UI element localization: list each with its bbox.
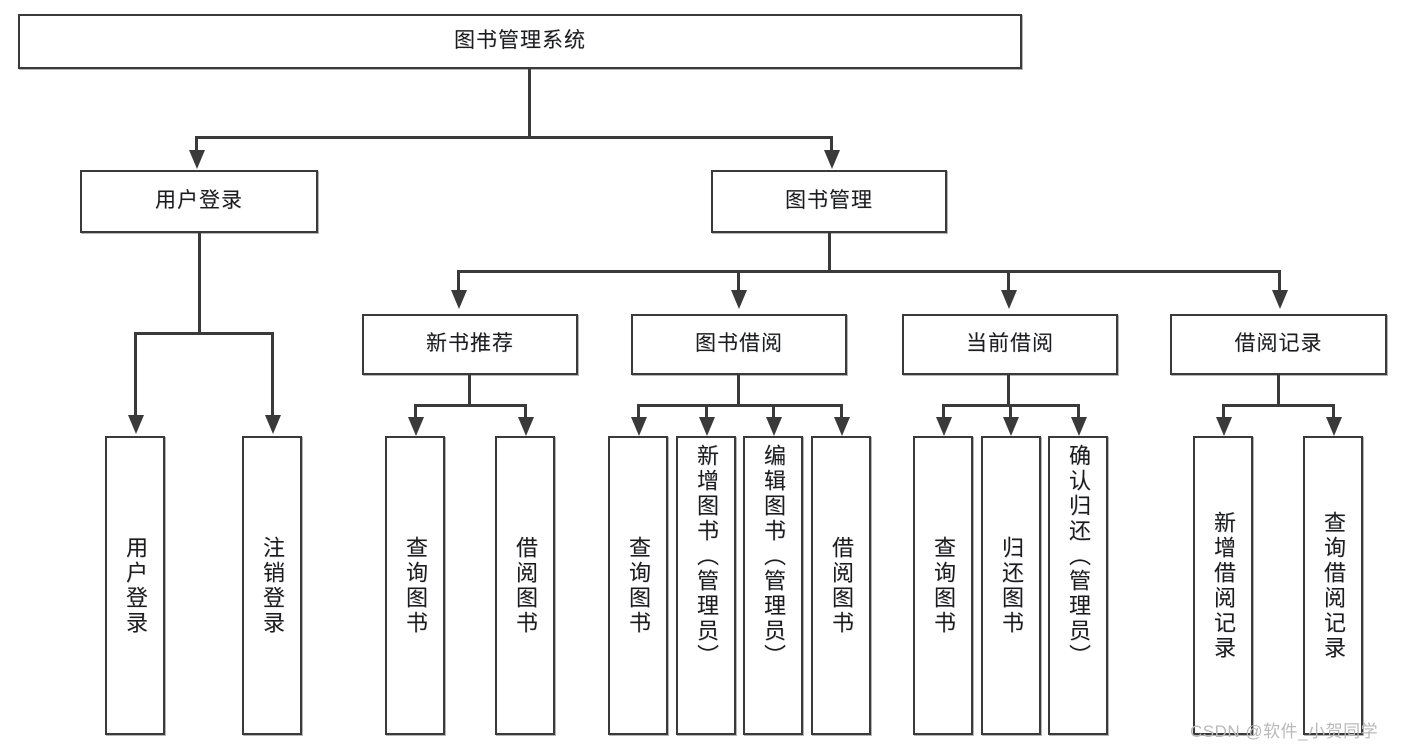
edge-to-borrow-record	[1278, 270, 1281, 292]
node-leaf-add-record-label: 新增借阅记录	[1211, 510, 1236, 661]
node-leaf-add-book[interactable]: 新增图书（管理员）	[676, 436, 736, 735]
node-leaf-confirm-return[interactable]: 确认归还（管理员）	[1048, 436, 1108, 735]
node-leaf-query-book-2-label: 查询图书	[626, 535, 651, 636]
arrow-bb-leaf1	[631, 417, 647, 436]
node-new-book-recommend-label: 新书推荐	[426, 332, 514, 356]
node-leaf-query-book-1[interactable]: 查询图书	[385, 436, 445, 735]
arrow-nbr-leaf2	[518, 417, 534, 436]
edge-user-login-stem	[198, 233, 201, 334]
node-leaf-add-book-label: 新增图书（管理员）	[694, 444, 719, 669]
csdn-watermark: CSDN @软件_小贺同学	[1190, 722, 1379, 741]
arrow-cb-leaf1	[936, 417, 952, 436]
node-leaf-query-book-2[interactable]: 查询图书	[608, 436, 668, 735]
edge-root-stem	[528, 69, 531, 138]
node-root-system-label: 图书管理系统	[454, 29, 586, 53]
node-borrow-record-label: 借阅记录	[1234, 332, 1323, 356]
node-leaf-query-record-label: 查询借阅记录	[1321, 510, 1346, 661]
node-user-login[interactable]: 用户登录	[80, 170, 318, 233]
node-current-borrow[interactable]: 当前借阅	[902, 314, 1118, 375]
edge-bb-leaf2	[705, 404, 708, 420]
node-book-borrow-label: 图书借阅	[695, 332, 783, 356]
edge-to-book-management	[830, 136, 833, 152]
edge-user-login-leaf2	[271, 332, 274, 417]
edge-book-borrow-stem	[737, 375, 740, 406]
arrow-to-book-management	[824, 150, 840, 169]
node-book-management-label: 图书管理	[785, 189, 873, 213]
node-book-borrow[interactable]: 图书借阅	[631, 314, 847, 375]
arrow-br-leaf2	[1326, 417, 1342, 436]
node-leaf-confirm-return-label: 确认归还（管理员）	[1066, 444, 1091, 669]
arrow-bb-leaf2	[699, 417, 715, 436]
edge-bb-leaf4	[840, 404, 843, 420]
node-leaf-edit-book[interactable]: 编辑图书（管理员）	[743, 436, 803, 735]
edge-to-book-borrow	[737, 270, 740, 292]
edge-bb-leaf1	[637, 404, 640, 420]
edge-user-login-leaf1	[134, 332, 137, 417]
arrow-bb-leaf4	[834, 417, 850, 436]
edge-book-borrow-bar	[637, 404, 843, 407]
edge-to-new-book-recommend	[457, 270, 460, 292]
arrow-user-login-leaf1	[128, 415, 144, 434]
node-book-management[interactable]: 图书管理	[711, 170, 947, 233]
node-leaf-user-login[interactable]: 用户登录	[105, 436, 165, 735]
node-user-login-label: 用户登录	[155, 189, 243, 213]
arrow-user-login-leaf2	[265, 415, 281, 434]
edge-cb-leaf3	[1077, 404, 1080, 420]
edge-nbr-leaf2	[524, 404, 527, 420]
arrow-bb-leaf3	[766, 417, 782, 436]
edge-to-current-borrow	[1007, 270, 1010, 292]
node-leaf-query-record[interactable]: 查询借阅记录	[1303, 436, 1363, 735]
arrow-to-book-borrow	[731, 290, 747, 309]
node-leaf-return-book[interactable]: 归还图书	[981, 436, 1041, 735]
arrow-to-new-book-recommend	[451, 290, 467, 309]
arrow-cb-leaf2	[1003, 417, 1019, 436]
node-new-book-recommend[interactable]: 新书推荐	[362, 314, 578, 375]
node-borrow-record[interactable]: 借阅记录	[1170, 314, 1387, 375]
arrow-to-user-login	[189, 150, 205, 169]
arrow-to-current-borrow	[1001, 290, 1017, 309]
node-leaf-borrow-book-2[interactable]: 借阅图书	[811, 436, 871, 735]
edge-br-leaf1	[1222, 404, 1225, 420]
edge-root-bar	[195, 136, 833, 139]
node-leaf-return-book-label: 归还图书	[999, 535, 1024, 636]
edge-borrow-record-stem	[1277, 375, 1280, 406]
edge-bb-leaf3	[772, 404, 775, 420]
node-leaf-user-login-label: 用户登录	[123, 535, 148, 636]
node-leaf-user-logout-label: 注销登录	[260, 535, 285, 636]
arrow-br-leaf1	[1216, 417, 1232, 436]
edge-to-user-login	[195, 136, 198, 152]
node-leaf-user-logout[interactable]: 注销登录	[242, 436, 302, 735]
edge-cb-leaf2	[1009, 404, 1012, 420]
edge-current-borrow-stem	[1007, 375, 1010, 406]
edge-book-management-stem	[828, 233, 831, 273]
edge-book-management-bar	[457, 270, 1281, 273]
edge-cb-leaf1	[942, 404, 945, 420]
arrow-cb-leaf3	[1071, 417, 1087, 436]
arrow-nbr-leaf1	[408, 417, 424, 436]
edge-new-book-recommend-bar	[414, 404, 527, 407]
edge-br-leaf2	[1332, 404, 1335, 420]
node-leaf-edit-book-label: 编辑图书（管理员）	[761, 444, 786, 669]
node-leaf-borrow-book-1-label: 借阅图书	[513, 535, 538, 636]
node-leaf-add-record[interactable]: 新增借阅记录	[1193, 436, 1253, 735]
edge-borrow-record-bar	[1222, 404, 1335, 407]
node-leaf-borrow-book-2-label: 借阅图书	[829, 535, 854, 636]
node-leaf-query-book-3-label: 查询图书	[931, 535, 956, 636]
node-leaf-query-book-1-label: 查询图书	[403, 535, 428, 636]
edge-user-login-bar	[134, 332, 274, 335]
node-leaf-query-book-3[interactable]: 查询图书	[913, 436, 973, 735]
edge-nbr-leaf1	[414, 404, 417, 420]
edge-new-book-recommend-stem	[468, 375, 471, 406]
node-current-borrow-label: 当前借阅	[966, 332, 1054, 356]
arrow-to-borrow-record	[1272, 290, 1288, 309]
node-root-system[interactable]: 图书管理系统	[18, 14, 1022, 69]
node-leaf-borrow-book-1[interactable]: 借阅图书	[495, 436, 555, 735]
